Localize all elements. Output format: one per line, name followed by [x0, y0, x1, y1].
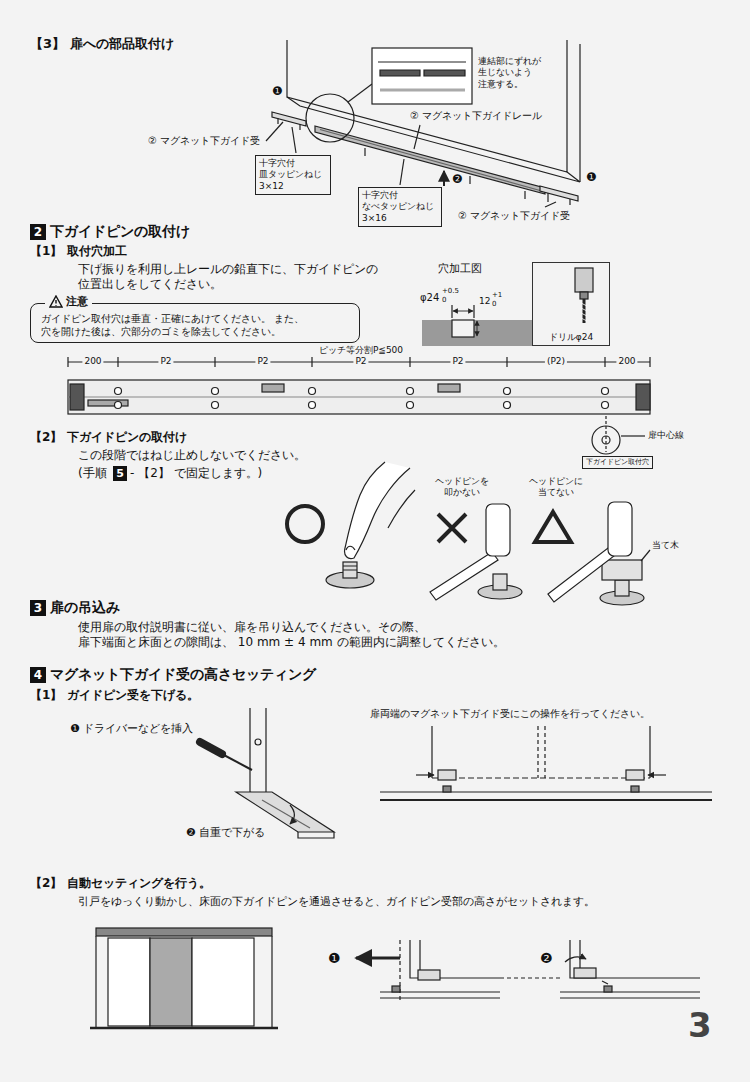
dimension: P2: [158, 356, 173, 367]
caution-box: 注意ガイドピン取付穴は垂直・正確にあけてください。 また、穴を開けた後は、穴部分…: [30, 303, 360, 343]
page-number: 3: [688, 1004, 712, 1047]
caution-text: ガイドピン取付穴は垂直・正確にあけてください。 また、穴を開けた後は、穴部分のゴ…: [41, 312, 351, 338]
node-text: 5: [116, 468, 124, 479]
note: 扉両端のマグネット下ガイド受にこの操作を行ってください。: [370, 708, 650, 721]
note: ヘッドピンに 当てない: [524, 476, 588, 499]
screw-spec-box: 十字穴付 皿タッピンねじ 3×12: [255, 155, 331, 195]
note: ヘッドピンを 叩かない: [430, 476, 494, 499]
dimension: 12: [479, 296, 490, 307]
note: 連結部にずれが 生じないよう 注意する。: [478, 56, 560, 90]
dimension: P2: [353, 356, 368, 367]
instruction-text: 下げ振りを利用し上レールの鉛直下に、下ガイドピンの 位置出しをしてください。: [78, 262, 390, 292]
step-heading: 【2】 自動セッティングを行う。: [30, 876, 211, 891]
dimension: φ24: [420, 292, 439, 305]
section-heading: 【3】 扉への部品取付け: [30, 36, 174, 52]
step-heading: 【1】 ガイドピン受を下げる。: [30, 688, 199, 703]
callout-number: ❷: [540, 950, 553, 968]
caution-heading: 注意: [45, 295, 92, 309]
figure-title: 穴加工図: [438, 262, 482, 276]
node-text: ドリルφ24: [549, 332, 593, 343]
dimension: P2: [450, 356, 465, 367]
step-heading: 【2】 下ガイドピンの取付け: [30, 430, 187, 445]
node-text: 2: [34, 226, 42, 238]
pin-hole-tag: 下ガイドピン取付穴: [582, 456, 653, 469]
instruction-text: この段階ではねじ止めしないでください。: [78, 448, 306, 463]
callout-text: ❷ 自重で下がる: [186, 826, 265, 840]
tolerance: 0: [492, 300, 496, 309]
dimension: (P2): [545, 356, 567, 367]
node-text: 4: [34, 669, 42, 681]
node-text: 十字穴付 なべタッピンねじ 3×16: [362, 190, 438, 224]
section-heading: 下ガイドピンの取付け: [50, 223, 190, 241]
section-number: 2: [30, 224, 46, 240]
instruction-text: - 【2】 で固定します。): [130, 466, 262, 481]
warning-icon: [49, 295, 63, 308]
tolerance: 0: [442, 296, 446, 305]
instruction-text: 使用扉の取付説明書に従い、扉を吊り込んでください。その際、扉下端面と床面との隙間…: [78, 620, 580, 650]
caution-title: 注意: [66, 295, 88, 309]
section-heading: マグネット下ガイド受の高さセッティング: [50, 666, 316, 684]
node-text: 十字穴付 皿タッピンねじ 3×12: [259, 158, 327, 192]
drill-inset: ドリルφ24: [532, 262, 610, 346]
step-heading: 【1】 取付穴加工: [30, 244, 127, 259]
part-name: ② マグネット下ガイド受: [148, 135, 260, 148]
part-name: 当て木: [652, 540, 679, 551]
part-name: ② マグネット下ガイド受: [458, 210, 570, 223]
tolerance: +1: [492, 291, 502, 300]
tolerance: +0.5: [442, 287, 459, 296]
node-text: 下ガイドピン取付穴: [586, 458, 649, 467]
callout-number: ❷: [452, 172, 463, 187]
callout-number: ❶: [272, 84, 283, 99]
dimension: P2: [255, 356, 270, 367]
section-number: 4: [30, 667, 46, 683]
part-name: ② マグネット下ガイドレール: [410, 110, 542, 123]
screw-spec-box: 十字穴付 なべタッピンねじ 3×16: [358, 187, 442, 227]
callout-number: ❶: [586, 170, 597, 185]
node-text: 3: [34, 602, 42, 614]
section-heading: 扉の吊込み: [50, 599, 120, 617]
step-number: 5: [113, 466, 127, 481]
callout-text: ❶ ドライバーなどを挿入: [70, 722, 193, 736]
instruction-text: (手順: [78, 466, 107, 481]
section-number: 3: [30, 600, 46, 616]
dimension: 200: [616, 356, 637, 367]
instruction-text: 引戸をゆっくり動かし、床面の下ガイドピンを通過させると、ガイドピン受部の高さがセ…: [78, 895, 595, 909]
callout-number: ❶: [328, 950, 341, 968]
dimension: ピッチ等分割P≦500: [319, 345, 403, 356]
dimension: 200: [82, 356, 103, 367]
part-name: 扉中心線: [648, 430, 684, 441]
